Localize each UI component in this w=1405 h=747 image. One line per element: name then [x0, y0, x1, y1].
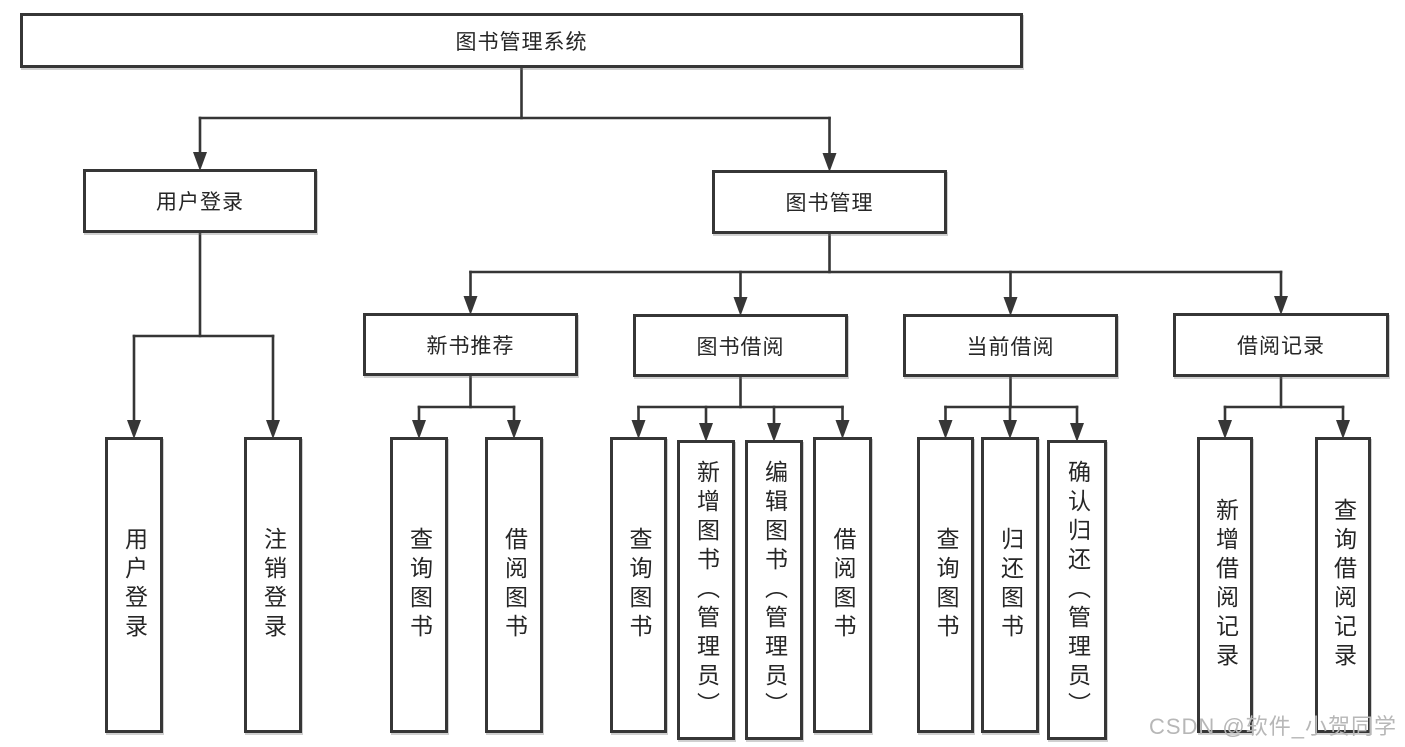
node-label-login-action: 用户登录: [121, 527, 148, 643]
node-label-cb-return-books: 归还图书: [997, 527, 1024, 643]
node-label-borrowing-records: 借阅记录: [1237, 335, 1325, 358]
node-user-login: 用户登录: [83, 169, 317, 233]
node-label-user-login: 用户登录: [156, 191, 244, 214]
node-label-nb-query-books: 查询图书: [406, 527, 433, 643]
node-login-action: 用户登录: [105, 437, 163, 733]
node-label-bb-edit-books-admin: 编辑图书（管理员）: [761, 459, 788, 721]
node-library-system: 图书管理系统: [20, 13, 1023, 68]
node-br-query-record: 查询借阅记录: [1315, 437, 1371, 733]
node-label-book-borrowing: 图书借阅: [696, 335, 785, 359]
node-label-book-management: 图书管理: [785, 192, 874, 215]
node-label-bb-query-books: 查询图书: [626, 527, 652, 643]
node-label-logout-action: 注销登录: [260, 527, 287, 643]
watermark: CSDN @软件_小贺同学: [1148, 714, 1397, 739]
node-label-bb-add-books-admin: 新增图书（管理员）: [693, 459, 720, 721]
node-cb-return-books: 归还图书: [981, 437, 1039, 733]
node-label-nb-borrow-books: 借阅图书: [501, 527, 528, 643]
node-br-add-record: 新增借阅记录: [1197, 437, 1253, 733]
node-bb-query-books: 查询图书: [610, 437, 667, 733]
node-new-books: 新书推荐: [363, 313, 578, 376]
node-bb-edit-books-admin: 编辑图书（管理员）: [745, 440, 803, 740]
node-label-cb-confirm-return-admin: 确认归还（管理员）: [1064, 459, 1091, 721]
node-nb-borrow-books: 借阅图书: [485, 437, 543, 733]
node-label-br-query-record: 查询借阅记录: [1330, 498, 1357, 672]
node-label-new-books: 新书推荐: [426, 334, 515, 358]
node-label-cb-query-books: 查询图书: [933, 527, 959, 643]
node-label-bb-borrow-books: 借阅图书: [830, 527, 856, 643]
node-bb-add-books-admin: 新增图书（管理员）: [677, 440, 735, 740]
node-logout-action: 注销登录: [244, 437, 302, 733]
node-current-borrowing: 当前借阅: [903, 314, 1118, 377]
node-label-library-system: 图书管理系统: [455, 30, 588, 54]
node-book-management: 图书管理: [712, 170, 947, 234]
node-cb-query-books: 查询图书: [917, 437, 974, 733]
node-label-current-borrowing: 当前借阅: [966, 335, 1055, 359]
node-book-borrowing: 图书借阅: [633, 314, 848, 377]
node-nb-query-books: 查询图书: [390, 437, 448, 733]
node-bb-borrow-books: 借阅图书: [813, 437, 872, 733]
node-cb-confirm-return-admin: 确认归还（管理员）: [1047, 440, 1107, 740]
node-label-br-add-record: 新增借阅记录: [1212, 498, 1239, 672]
node-borrowing-records: 借阅记录: [1173, 313, 1389, 377]
